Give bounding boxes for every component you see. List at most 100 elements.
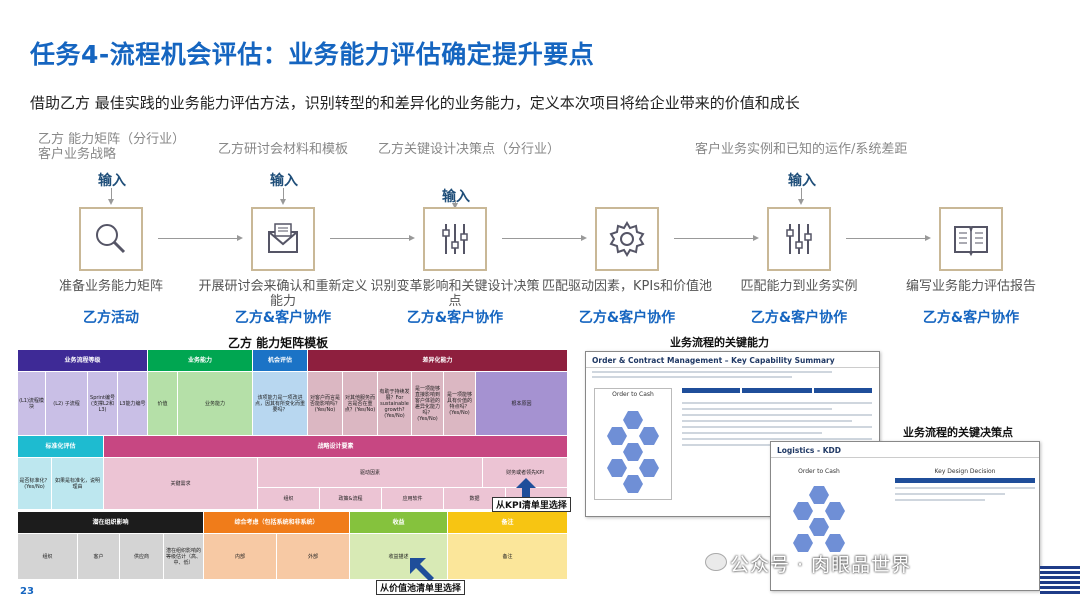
matrix-cell: 价值 — [148, 372, 178, 436]
input-label-3: 输入 — [442, 189, 470, 205]
matrix-cell: 供应商 — [120, 534, 164, 580]
matrix-cell: 有助于持续发展？For sustainable growth? (Yes/No) — [378, 372, 412, 436]
matrix-cell: Sprint编号(支撑L2和L3) — [88, 372, 118, 436]
matrix-cell: 外部 — [277, 534, 350, 580]
input-arrow-2 — [280, 188, 286, 205]
matrix-title: 乙方 能力矩阵模板 — [228, 336, 329, 350]
matrix-cell: 是否标准化？(Yes/No) — [18, 458, 52, 510]
matrix-cell: 客户 — [78, 534, 120, 580]
step-owner-1: 乙方活动 — [83, 310, 139, 326]
matrix-cell: 应用软件 — [382, 488, 444, 510]
step-box-6 — [939, 207, 1003, 271]
doc1-col-3 — [813, 388, 872, 393]
watermark: 公众号 · 肉眼品世界 — [730, 554, 912, 576]
flow-arrow-2 — [330, 235, 415, 241]
matrix-cell: 对客户而言是否能影响吗？(Yes/No) — [308, 372, 343, 436]
matrix-cell: 业务能力 — [178, 372, 253, 436]
input-arrow-4 — [798, 188, 804, 205]
matrix-cell: 对其他服务而言是否在重点？(Yes/No) — [343, 372, 378, 436]
input-arrow-1 — [108, 188, 114, 205]
matrix-header-standardization: 标准化评估 — [18, 436, 104, 458]
matrix-header-process: 业务流程等级 — [18, 350, 148, 372]
input-label-2: 输入 — [270, 173, 298, 189]
matrix-cell: 内部 — [204, 534, 277, 580]
page-title: 任务4-流程机会评估：业务能力评估确定提升要点 — [30, 40, 595, 69]
matrix-cell: 政策&流程 — [320, 488, 382, 510]
doc1-left-label: Order to Cash — [612, 391, 654, 398]
matrix-header-benefit: 收益 — [350, 512, 448, 534]
input-text-3: 乙方关键设计决策点（分行业） — [378, 142, 558, 157]
step-box-5 — [767, 207, 831, 271]
step-box-2 — [251, 207, 315, 271]
matrix-cell: L3能力编号 — [118, 372, 148, 436]
value-callout: 从价值池清单里选择 — [376, 580, 466, 595]
page-number: 23 — [20, 586, 34, 597]
matrix-cell: 潜在组织影响的等级估计（高、中、低） — [164, 534, 204, 580]
matrix-header-opportunity: 机会评估 — [253, 350, 308, 372]
doc2-heading: Logistics - KDD — [771, 442, 1039, 458]
step-owner-3: 乙方&客户协作 — [406, 310, 504, 326]
matrix-cell: 根本原因 — [476, 372, 568, 436]
sliders-icon — [786, 224, 812, 254]
input-label-1: 输入 — [98, 173, 126, 189]
matrix-cell: 该项能力是一项改进点，因其有所变化而重要吗？ — [253, 372, 308, 436]
matrix-header-capability: 业务能力 — [148, 350, 253, 372]
doc2-label: 业务流程的关键决策点 — [903, 426, 1013, 439]
step-box-3 — [423, 207, 487, 271]
matrix-header-considerations: 综合考虑（包括系统和非系统） — [204, 512, 350, 534]
matrix-cell: 是一项能够直接影响到客户体验的差异化能力吗？(Yes/No) — [412, 372, 444, 436]
kpi-arrow-icon — [516, 478, 536, 500]
flow-arrow-3 — [502, 235, 587, 241]
matrix-cell: 如果是标准化，说明理由 — [52, 458, 104, 510]
step-name-4: 匹配驱动因素，KPIs和价值池 — [542, 279, 712, 294]
mail-icon — [268, 223, 298, 253]
ibm-logo-icon — [1040, 566, 1080, 596]
step-box-4 — [595, 207, 659, 271]
matrix-cell: (L1)流程模块 — [18, 372, 46, 436]
doc2-col-label-2: Key Design Decision — [934, 468, 996, 475]
gear-icon — [609, 221, 645, 257]
doc1-col-2 — [742, 388, 812, 393]
matrix-header-differentiation: 差异化能力 — [308, 350, 568, 372]
matrix-cell: 组织 — [18, 534, 78, 580]
input-text-4: 客户业务实例和已知的运作/系统差距 — [695, 142, 908, 157]
doc2-col-label-1: Order to Cash — [798, 468, 840, 475]
step-owner-5: 乙方&客户协作 — [750, 310, 848, 326]
step-owner-2: 乙方&客户协作 — [234, 310, 332, 326]
input-label-4: 输入 — [788, 173, 816, 189]
value-arrow-icon — [410, 558, 434, 582]
doc1-label: 业务流程的关键能力 — [670, 336, 769, 349]
step-name-6: 编写业务能力评估报告 — [905, 279, 1036, 294]
search-icon — [96, 224, 126, 254]
book-icon — [954, 226, 988, 257]
step-name-2: 开展研讨会来确认和重新定义能力 — [198, 279, 368, 309]
step-owner-4: 乙方&客户协作 — [578, 310, 676, 326]
step-name-5: 匹配能力到业务实例 — [740, 279, 858, 294]
wechat-icon — [705, 553, 727, 571]
step-owner-6: 乙方&客户协作 — [922, 310, 1020, 326]
doc1-heading: Order & Contract Management – Key Capabi… — [586, 352, 879, 368]
matrix-cell: 关键需求 — [104, 458, 258, 510]
sliders-icon — [442, 224, 468, 254]
kpi-callout: 从KPI清单里选择 — [492, 497, 571, 512]
matrix-header-notes: 备注 — [448, 512, 568, 534]
matrix-cell: 是一项能够具有价值的特点吗？(Yes/No) — [444, 372, 476, 436]
matrix-cell: 组织 — [258, 488, 320, 510]
input-text-2: 乙方研讨会材料和模板 — [218, 142, 349, 157]
doc2-thumbnail: Logistics - KDD Order to Cash Key Design… — [770, 441, 1040, 591]
flow-arrow-4 — [674, 235, 759, 241]
matrix-cell: 驱动因素 — [258, 458, 483, 488]
doc1-diagram: Order to Cash — [594, 388, 672, 500]
matrix-cell: 备注 — [448, 534, 568, 580]
matrix-header-strategy: 战略设计要素 — [104, 436, 568, 458]
step-name-1: 准备业务能力矩阵 — [58, 279, 163, 294]
flow-arrow-5 — [846, 235, 931, 241]
input-arrow-3 — [452, 200, 458, 209]
matrix-cell: (L2) 子流程 — [46, 372, 88, 436]
step-name-3: 识别变革影响和关键设计决策点 — [370, 279, 540, 309]
matrix-header-org-impact: 潜在组织影响 — [18, 512, 204, 534]
flow-arrow-1 — [158, 235, 243, 241]
doc2-diagram: Order to Cash — [779, 468, 859, 578]
step-box-1 — [79, 207, 143, 271]
page-subtitle: 借助乙方 最佳实践的业务能力评估方法，识别转型的和差异化的业务能力，定义本次项目… — [30, 94, 800, 112]
